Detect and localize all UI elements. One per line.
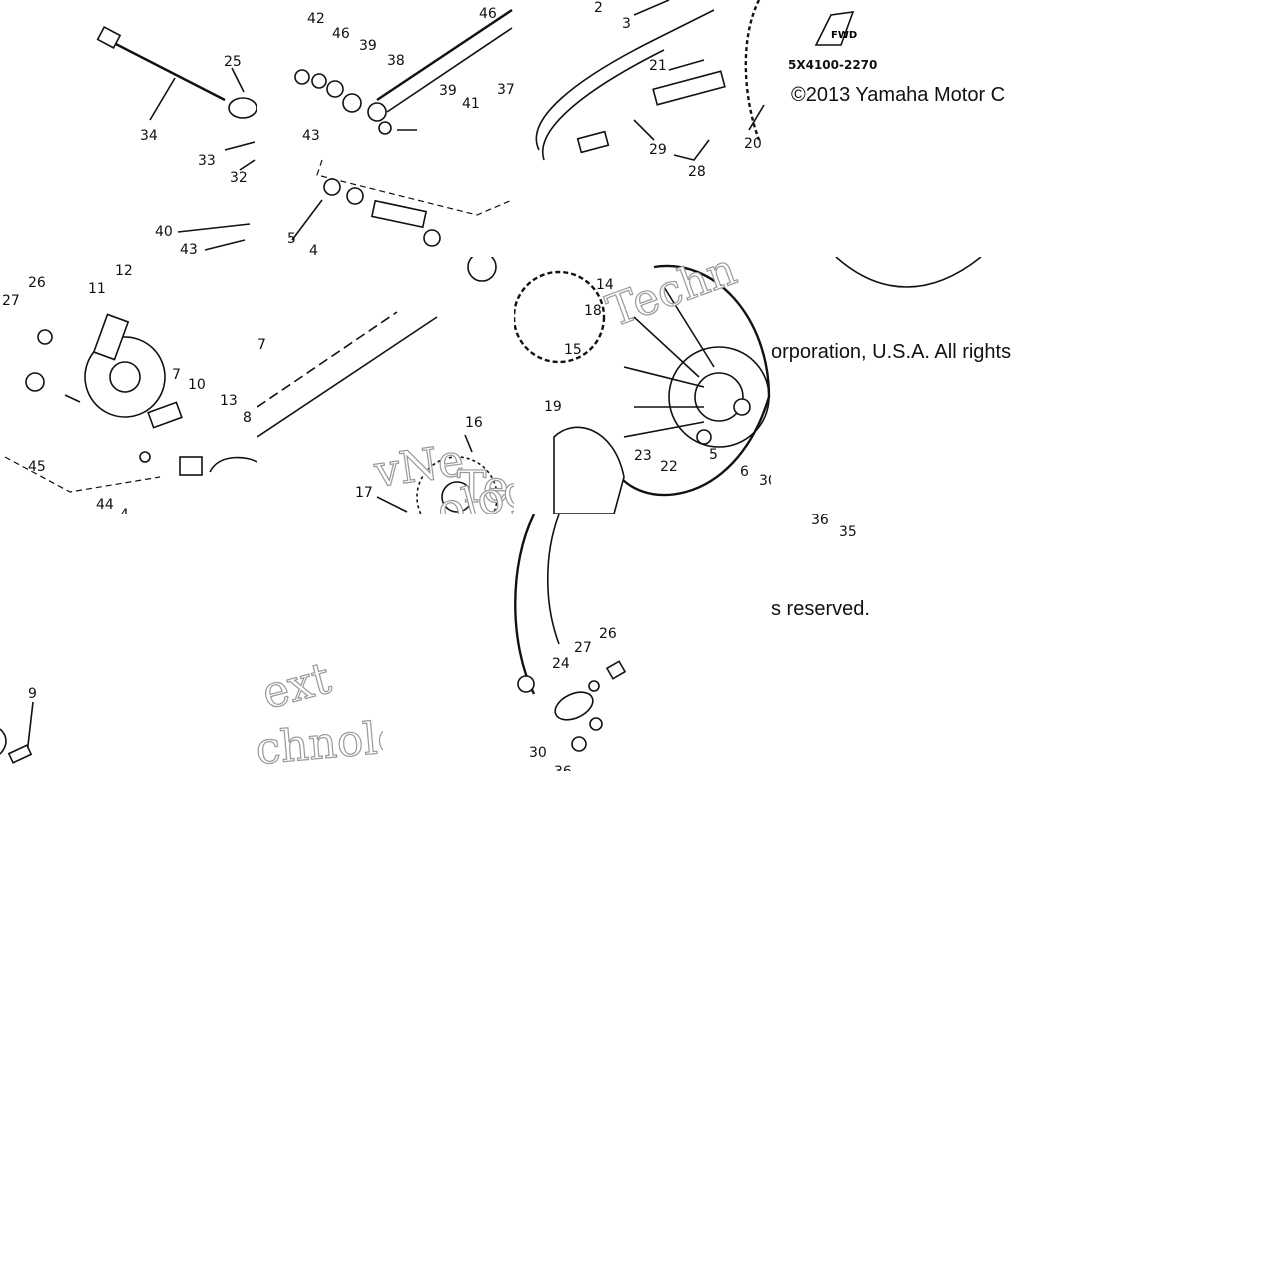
callout: 43 bbox=[180, 242, 198, 257]
tile-watermark: ext chnologi bbox=[257, 514, 383, 771]
callout: 17 bbox=[355, 485, 373, 501]
tile-chain-sprocket: 2 3 21 29 28 20 bbox=[514, 0, 771, 257]
watermark-drawing: ext chnologi bbox=[257, 652, 383, 771]
callout: 34 bbox=[140, 128, 158, 144]
callout: 14 bbox=[596, 277, 614, 293]
callout: 29 bbox=[649, 142, 667, 158]
tile-copyright: FWD 5X4100-2270 ©2013 Yamaha Motor C bbox=[771, 0, 1028, 257]
brake-panel-drawing: 26 12 11 27 7 10 13 8 45 44 4 bbox=[2, 263, 257, 514]
tile-rear-wheel: 14 18 15 19 23 22 5 6 30 Techn bbox=[514, 257, 771, 514]
tile-rim-adjuster: 26 24 27 30 36 bbox=[514, 514, 771, 771]
callout: 24 bbox=[552, 656, 570, 672]
callout: 26 bbox=[28, 275, 46, 291]
callout: 20 bbox=[744, 136, 762, 152]
callout: 26 bbox=[599, 626, 617, 642]
callout: 11 bbox=[88, 281, 106, 297]
rear-axle-drawing: 34 25 33 32 40 43 bbox=[96, 25, 257, 257]
callout: 45 bbox=[28, 459, 46, 475]
fwd-label: FWD bbox=[831, 30, 857, 41]
callout: 36 bbox=[811, 514, 829, 528]
callout: 19 bbox=[544, 399, 562, 415]
callout: 10 bbox=[188, 377, 206, 393]
tile-swingarm: 42 46 39 38 37 39 41 43 5 4 45 46 bbox=[257, 0, 514, 257]
callout: 25 bbox=[224, 54, 242, 70]
copyright-line-3: s reserved. bbox=[771, 598, 870, 620]
callout: 6 bbox=[740, 464, 749, 480]
callout: 16 bbox=[465, 415, 483, 431]
callout: 45 bbox=[372, 256, 390, 257]
callout: 9 bbox=[28, 686, 37, 702]
tile-adjuster: orporation, U.S.A. All rights bbox=[771, 257, 1028, 514]
rim-adjuster-drawing: 26 24 27 30 36 bbox=[514, 514, 627, 771]
callout: 23 bbox=[634, 448, 652, 464]
copyright-line-1: ©2013 Yamaha Motor C bbox=[791, 84, 1006, 106]
callout: 39 bbox=[439, 83, 457, 99]
callout: 46 bbox=[479, 6, 497, 22]
callout: 46 bbox=[332, 26, 350, 42]
callout: 30 bbox=[759, 473, 771, 489]
callout: 38 bbox=[387, 53, 405, 69]
callout: 3 bbox=[622, 16, 631, 32]
callout: 36 bbox=[554, 764, 572, 771]
callout-group: 36 35 bbox=[811, 514, 857, 540]
callout: 5 bbox=[709, 447, 718, 463]
tile-hub-sprocket: 7 16 17 vNe Te ologi bbox=[257, 257, 514, 514]
callout: 27 bbox=[574, 640, 592, 656]
callout: 33 bbox=[198, 153, 216, 169]
callout: 41 bbox=[462, 96, 480, 112]
watermark: ext bbox=[257, 653, 336, 720]
callout: 7 bbox=[257, 337, 266, 353]
chain-sprocket-drawing: 2 3 21 29 28 20 bbox=[535, 0, 765, 180]
fwd-arrow-drawing: FWD bbox=[814, 11, 857, 46]
callout: 15 bbox=[564, 342, 582, 358]
callout: 21 bbox=[649, 58, 667, 74]
callout: 43 bbox=[302, 128, 320, 144]
callout: 2 bbox=[594, 0, 603, 16]
diagram-code: 5X4100-2270 bbox=[788, 58, 878, 72]
callout: 4 bbox=[309, 243, 318, 257]
callout: 22 bbox=[660, 459, 678, 475]
callout: 42 bbox=[307, 11, 325, 27]
callout: 35 bbox=[839, 524, 857, 540]
copyright-line-2: orporation, U.S.A. All rights bbox=[771, 341, 1012, 363]
callout: 8 bbox=[243, 410, 252, 426]
watermark: Techn bbox=[600, 257, 743, 337]
callout: 12 bbox=[115, 263, 133, 279]
callout: 7 bbox=[172, 367, 181, 383]
tensioner-drawing: 9 bbox=[0, 686, 37, 764]
rear-wheel-drawing: 14 18 15 19 23 22 5 6 30 Techn bbox=[514, 257, 771, 514]
tile-copyright-end: 36 35 s reserved. bbox=[771, 514, 901, 624]
tile-tensioner: 9 bbox=[0, 514, 257, 771]
callout: 18 bbox=[584, 303, 602, 319]
callout: 13 bbox=[220, 393, 238, 409]
adjuster-curve bbox=[835, 257, 982, 288]
callout: 40 bbox=[155, 224, 173, 240]
callout: 44 bbox=[96, 497, 114, 513]
watermark: vNe bbox=[370, 435, 467, 498]
swingarm-drawing: 42 46 39 38 37 39 41 43 5 4 45 46 bbox=[287, 6, 514, 257]
callout: 5 bbox=[287, 231, 296, 247]
callout: 30 bbox=[529, 745, 547, 761]
tile-brake-panel: 26 12 11 27 7 10 13 8 45 44 4 bbox=[0, 257, 257, 514]
callout: 27 bbox=[2, 293, 20, 309]
hub-sprocket-drawing: 7 16 17 vNe Te ologi bbox=[257, 257, 514, 514]
tile-rear-axle: 34 25 33 32 40 43 bbox=[0, 0, 257, 257]
callout: 39 bbox=[359, 38, 377, 54]
callout: 28 bbox=[688, 164, 706, 180]
callout: 4 bbox=[120, 507, 129, 514]
watermark: Te bbox=[457, 462, 509, 513]
callout: 37 bbox=[497, 82, 514, 98]
callout: 32 bbox=[230, 170, 248, 186]
